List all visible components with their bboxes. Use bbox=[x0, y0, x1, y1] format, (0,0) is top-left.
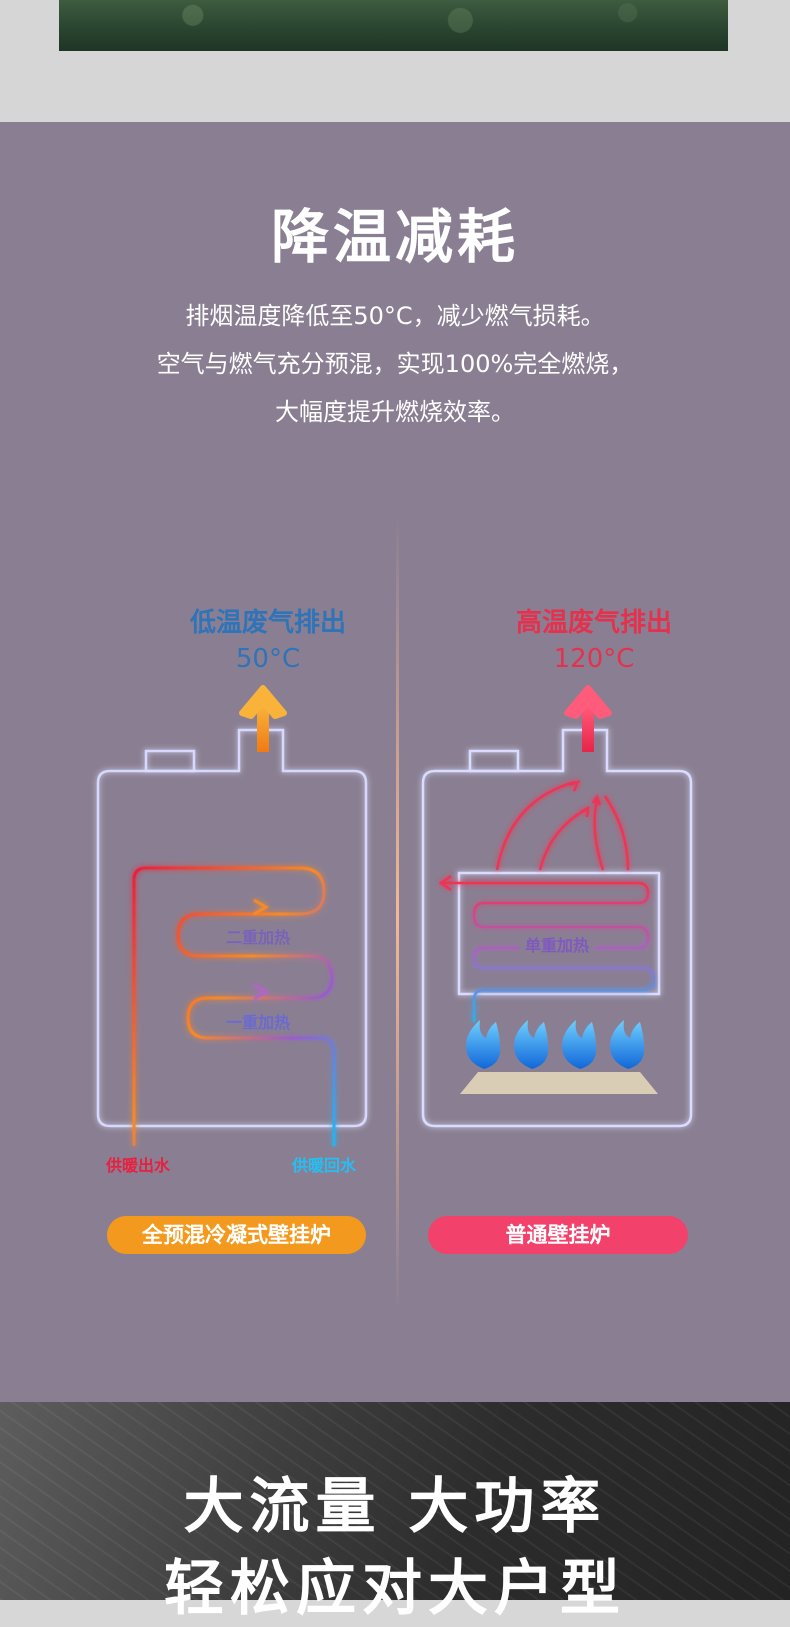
right-exhaust-temp: 120°C bbox=[553, 644, 635, 674]
left-boiler-outline bbox=[96, 728, 368, 1128]
top-band bbox=[0, 0, 790, 122]
left-exhaust-arrow bbox=[239, 685, 287, 752]
feature-panel bbox=[0, 122, 790, 1402]
left-heating-pipe bbox=[132, 866, 336, 1146]
left-exhaust-label: 低温废气排出 bbox=[189, 608, 346, 638]
section-title: 降温减耗 bbox=[270, 203, 519, 271]
description-line-1: 排烟温度降低至50°C，减少燃气损耗。 bbox=[185, 302, 605, 330]
left-stage2-label: 二重加热 bbox=[226, 928, 291, 947]
left-boiler-name: 全预混冷凝式壁挂炉 bbox=[107, 1216, 366, 1254]
left-stage1-label: 一重加热 bbox=[226, 1013, 291, 1032]
right-hot-gas-flow bbox=[495, 779, 630, 871]
left-exhaust-temp: 50°C bbox=[235, 644, 301, 674]
right-exhaust-label: 高温废气排出 bbox=[515, 608, 672, 638]
bottom-title-line-2: 轻松应对大户型 bbox=[164, 1554, 626, 1624]
right-burner-base bbox=[460, 1072, 658, 1094]
right-boiler-name: 普通壁挂炉 bbox=[428, 1216, 688, 1254]
right-burner-flames bbox=[466, 1020, 645, 1069]
right-boiler-outline bbox=[421, 728, 693, 1128]
bottom-title-line-1: 大流量 大功率 bbox=[183, 1472, 607, 1542]
right-single-coil bbox=[438, 874, 656, 1022]
center-divider bbox=[396, 520, 399, 1310]
bottom-banner bbox=[0, 1402, 790, 1600]
right-stage-label: 单重加热 bbox=[519, 932, 596, 956]
right-exhaust-arrow bbox=[564, 685, 612, 752]
left-return-label: 供暖回水 bbox=[292, 1156, 357, 1175]
left-outlet-label: 供暖出水 bbox=[106, 1156, 171, 1175]
description-line-2: 空气与燃气充分预混，实现100%完全燃烧， bbox=[156, 350, 634, 378]
description-line-3: 大幅度提升燃烧效率。 bbox=[275, 398, 515, 426]
landscape-photo bbox=[59, 0, 728, 51]
